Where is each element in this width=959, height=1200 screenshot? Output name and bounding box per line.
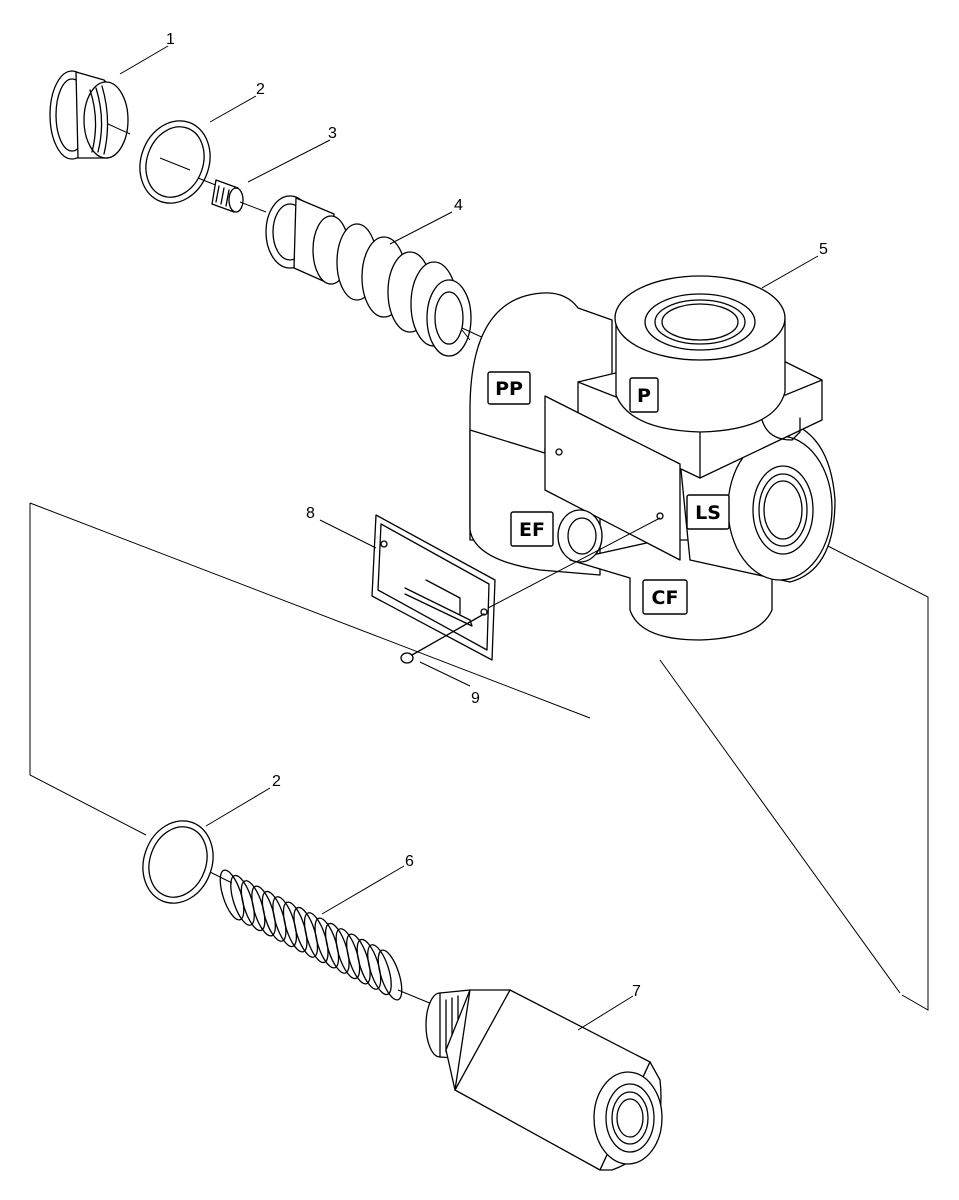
spring-coil [303, 912, 329, 964]
part-4-spool [265, 195, 489, 357]
spring-coil [251, 885, 276, 937]
spring-coil [219, 869, 245, 921]
port-label-p: P [629, 377, 659, 413]
svg-text:EF: EF [519, 519, 545, 541]
spring-coil [346, 933, 371, 985]
svg-text:CF: CF [652, 587, 679, 609]
part-1-plug [49, 70, 131, 160]
spring-coil [230, 874, 255, 926]
port-label-cf: CF [642, 579, 688, 615]
spring-coil [324, 922, 350, 974]
callout-8: 8 [306, 505, 315, 522]
assembly-frame [29, 502, 929, 1011]
spring-coil [377, 949, 403, 1001]
svg-text:PP: PP [495, 378, 523, 400]
part-2-washer-lower [142, 820, 214, 904]
part-7-hex-cap [425, 989, 663, 1171]
spring-coil [314, 917, 340, 969]
port-label-ls: LS [686, 494, 730, 530]
port-label-ef: EF [510, 511, 554, 547]
callout-9: 9 [471, 690, 480, 707]
spring-coil [240, 880, 266, 932]
part-9-drive-screw [400, 517, 661, 664]
leader-lines [119, 45, 819, 1031]
spring-coil [356, 938, 382, 990]
callout-4: 4 [454, 197, 463, 214]
spring-coil [293, 906, 319, 958]
callout-3: 3 [328, 125, 337, 142]
callout-6: 6 [405, 853, 414, 870]
spring-coil [282, 901, 308, 953]
callout-5: 5 [819, 241, 828, 258]
port-label-pp: PP [487, 371, 531, 405]
svg-text:LS: LS [695, 502, 721, 524]
spring-coil [272, 896, 298, 948]
callout-2-lower: 2 [272, 773, 281, 790]
part-3-screw [197, 177, 267, 213]
callout-7: 7 [632, 983, 641, 1000]
callout-1: 1 [166, 31, 175, 48]
part-6-spring [219, 869, 403, 1001]
callout-2-upper: 2 [256, 81, 265, 98]
spring-coil [367, 944, 392, 996]
spring-coil [335, 928, 361, 980]
spring-coil [261, 890, 287, 942]
svg-text:P: P [637, 385, 651, 407]
part-2-washer-upper [139, 120, 211, 204]
part-8-name-plate [371, 514, 496, 661]
